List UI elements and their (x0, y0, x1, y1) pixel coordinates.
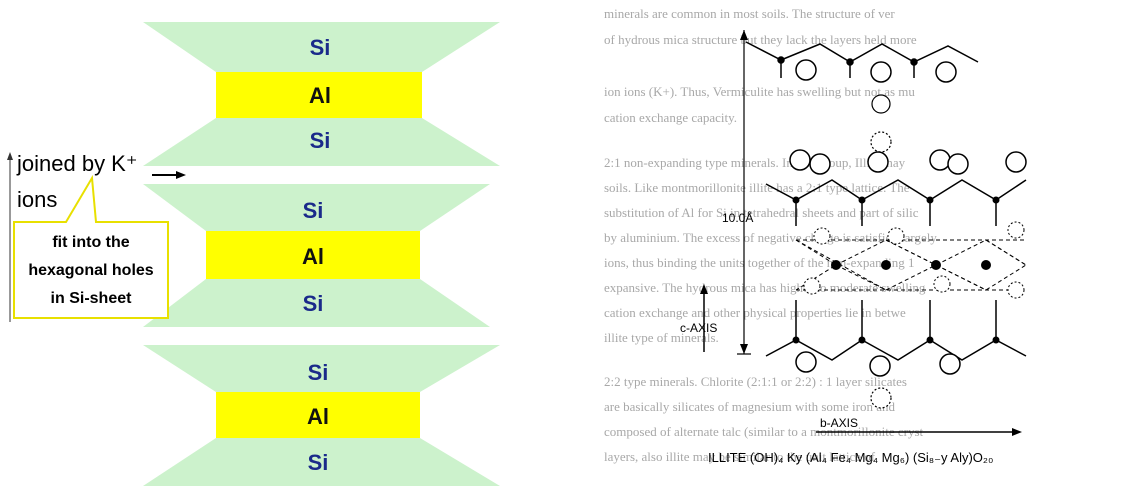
si-label-top-3: Si (308, 360, 329, 385)
octahedral-oh-circles (803, 221, 1025, 299)
si-sheet-bottom-1 (143, 118, 500, 166)
k-ion-mid (870, 131, 892, 153)
bg-line: substitution of Al for Si in tetrahedral… (604, 205, 919, 220)
k-ion-top (871, 94, 891, 114)
k-ion-bottom (870, 387, 892, 409)
si-label-bottom-2: Si (303, 291, 324, 316)
bg-line: 2:1 non-expanding type minerals. In this… (604, 155, 906, 170)
bg-line: soils. Like montmorillonite illite has a… (604, 180, 910, 195)
top-partial-layer (745, 41, 979, 78)
bg-line: ion ions (K+). Thus, Vermiculite has swe… (604, 84, 915, 99)
bg-line: are basically silicates of magnesium wit… (604, 399, 895, 414)
illite-structure-svg: minerals are common in most soils. The s… (604, 6, 1027, 465)
si-sheet-top-1 (143, 22, 500, 72)
layer-unit-1: Si Al Si (143, 22, 500, 166)
si-label-bottom-3: Si (308, 450, 329, 475)
layer-unit-3: Si Al Si (143, 345, 500, 486)
bg-line: 2:2 type minerals. Chlorite (2:1:1 or 2:… (604, 374, 907, 389)
al-sheet-3 (216, 392, 420, 438)
illite-structure-panel: minerals are common in most soils. The s… (596, 0, 1140, 489)
upper-tetrahedral-sheet (765, 179, 1027, 226)
si-label-top-2: Si (303, 198, 324, 223)
callout-line-3: in Si-sheet (51, 290, 133, 307)
si-sheet-top-2 (143, 184, 490, 231)
si-label-bottom-1: Si (310, 128, 331, 153)
arrow-up-icon (740, 30, 748, 40)
k-ion-arrow (152, 171, 186, 179)
si-label-top-1: Si (310, 35, 331, 60)
octahedral-cation-dots (831, 260, 991, 270)
arrow-right-icon (176, 171, 186, 179)
layer-unit-2: Si Al Si (143, 184, 490, 327)
upper-oxygen-circles (789, 149, 1027, 175)
si-sheet-top-3 (143, 345, 500, 392)
illite-formula: ILLITE (OH)₄ Ky (Al₄ Fe₄ Mg₄ Mg₆) (Si₈₋y… (708, 450, 993, 465)
bracket-arrowhead-icon (7, 152, 13, 160)
top-oxygen-circles (795, 59, 957, 83)
c-axis-arrow (700, 284, 708, 352)
al-sheet-2 (206, 231, 420, 279)
arrow-down-icon (740, 344, 748, 354)
al-sheet-1 (216, 72, 422, 118)
al-label-2: Al (302, 244, 324, 269)
bg-line: minerals are common in most soils. The s… (604, 6, 895, 21)
al-label-1: Al (309, 83, 331, 108)
arrow-right-icon (1012, 428, 1022, 436)
bg-line: illite type of minerals. (604, 330, 719, 345)
upper-silicon-dots (792, 196, 1000, 204)
arrow-up-icon (700, 284, 708, 294)
bg-line: by aluminium. The excess of negative cha… (604, 230, 937, 245)
spacing-label: 10.0Å (722, 210, 753, 225)
callout-line-1: fit into the (52, 234, 129, 251)
si-sheet-bottom-2 (143, 279, 490, 327)
joined-label-line2: ions (17, 187, 57, 212)
lower-oxygen-circles (795, 351, 961, 377)
lower-tetrahedral-sheet (765, 300, 1027, 361)
b-axis-arrow (816, 428, 1022, 436)
bg-line: cation exchange capacity. (604, 110, 737, 125)
si-sheet-bottom-3 (143, 438, 500, 486)
bg-line: layers, also illite may be similar to th… (604, 449, 876, 464)
joined-label-line1: joined by K⁺ (16, 151, 137, 176)
bg-line: expansive. The hydrous mica has higher t… (604, 280, 926, 295)
tot-layer-diagram: Si Al Si Si Al Si Si Al Si joined by K⁺ … (7, 22, 500, 486)
b-axis-label: b-AXIS (820, 416, 858, 430)
al-label-3: Al (307, 404, 329, 429)
callout-line-2: hexagonal holes (28, 262, 153, 279)
callout-box (13, 174, 169, 319)
spacing-arrow (737, 30, 751, 355)
c-axis-label: c-AXIS (680, 321, 717, 335)
bg-line: of hydrous mica structure but they lack … (604, 32, 917, 47)
bg-line: cation exchange and other physical prope… (604, 305, 906, 320)
bg-line: ions, thus binding the units together of… (604, 255, 915, 270)
bg-line: composed of alternate talc (similar to a… (604, 424, 924, 439)
lower-silicon-dots (792, 336, 1000, 344)
